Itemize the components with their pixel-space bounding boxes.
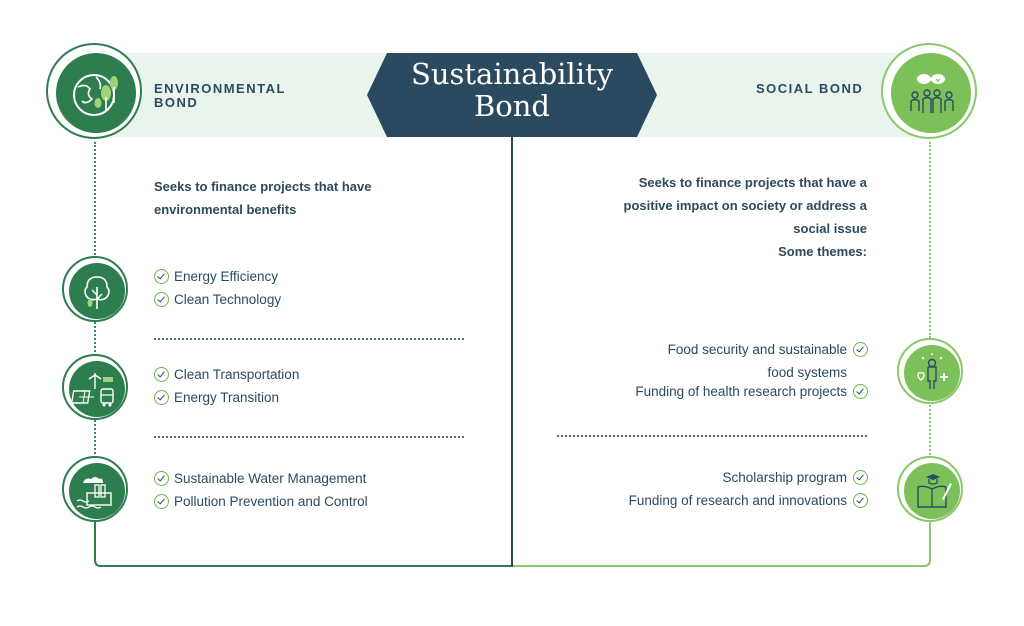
health-person-icon xyxy=(917,353,948,389)
item-label: Clean Transportation xyxy=(174,367,300,382)
list-item: Clean Technology xyxy=(154,291,281,309)
environmental-bond-label: ENVIRONMENTAL BOND xyxy=(154,82,286,110)
env-connector-1 xyxy=(94,142,96,258)
env-group-3-icon-circle xyxy=(62,456,128,522)
env-connector-2 xyxy=(94,322,96,356)
soc-group-1-icon-circle xyxy=(897,338,963,404)
list-item: Funding of health research projects xyxy=(560,383,868,401)
list-item: Clean Transportation xyxy=(154,366,299,384)
item-label: Scholarship program xyxy=(722,470,847,485)
education-book-icon xyxy=(917,474,952,508)
env-label-line-2: BOND xyxy=(154,95,199,110)
environmental-icon-circle xyxy=(46,43,142,139)
list-item: Food security and sustainable food syste… xyxy=(600,338,868,384)
social-bond-label: SOCIAL BOND xyxy=(756,81,864,96)
environmental-description: Seeks to finance projects that have envi… xyxy=(154,179,372,217)
list-item: Scholarship program xyxy=(560,469,868,487)
env-separator-2 xyxy=(154,436,464,438)
soc-connector-1 xyxy=(929,142,931,338)
center-divider xyxy=(511,137,513,567)
check-icon xyxy=(154,367,169,382)
item-label: Energy Efficiency xyxy=(174,269,279,284)
list-item: Energy Transition xyxy=(154,389,279,407)
item-label: Funding of health research projects xyxy=(635,384,847,399)
community-people-icon xyxy=(910,74,954,113)
check-icon xyxy=(154,494,169,509)
globe-plants-icon xyxy=(73,74,118,116)
water-factory-icon xyxy=(76,477,112,509)
check-icon xyxy=(154,471,169,486)
page-title: Sustainability Bond xyxy=(367,58,657,122)
item-label: Pollution Prevention and Control xyxy=(174,494,368,509)
check-icon xyxy=(853,493,868,508)
check-icon xyxy=(154,269,169,284)
item-label: Sustainable Water Management xyxy=(174,471,367,486)
soc-separator-1 xyxy=(557,435,867,437)
env-separator-1 xyxy=(154,338,464,340)
item-label: Clean Technology xyxy=(174,292,282,307)
title-line-2: Bond xyxy=(473,89,550,123)
soc-group-2-icon-circle xyxy=(897,456,963,522)
social-description-block: Seeks to finance projects that have a po… xyxy=(600,171,867,263)
check-icon xyxy=(853,342,868,357)
env-group-1-icon-circle xyxy=(62,256,128,322)
check-icon xyxy=(154,292,169,307)
title-line-1: Sustainability xyxy=(410,57,614,91)
item-label: Funding of research and innovations xyxy=(628,493,847,508)
env-label-line-1: ENVIRONMENTAL xyxy=(154,81,286,96)
list-item: Sustainable Water Management xyxy=(154,470,366,488)
env-connector-3 xyxy=(94,420,96,458)
social-themes-label: Some themes: xyxy=(778,244,867,259)
list-item: Pollution Prevention and Control xyxy=(154,493,368,511)
solar-transport-icon xyxy=(70,373,114,407)
social-icon-circle xyxy=(881,43,977,139)
check-icon xyxy=(853,384,868,399)
list-item: Energy Efficiency xyxy=(154,268,278,286)
tree-icon xyxy=(84,276,110,309)
check-icon xyxy=(154,390,169,405)
list-item: Funding of research and innovations xyxy=(560,492,868,510)
social-description: Seeks to finance projects that have a po… xyxy=(623,175,867,236)
item-label: Energy Transition xyxy=(174,390,280,405)
item-label: Food security and sustainable food syste… xyxy=(667,342,847,380)
soc-connector-2 xyxy=(929,402,931,458)
check-icon xyxy=(853,470,868,485)
title-banner xyxy=(367,53,657,137)
env-group-2-icon-circle xyxy=(62,354,128,420)
